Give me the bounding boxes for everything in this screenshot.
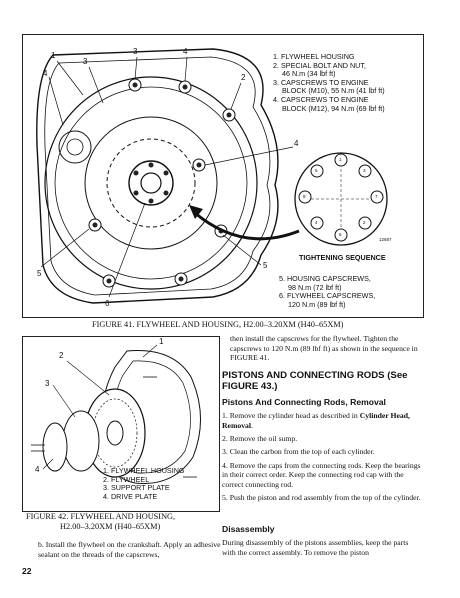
seq-6: 6 (339, 232, 342, 237)
figure-41-caption: FIGURE 41. FLYWHEEL AND HOUSING, H2.00–3… (92, 320, 344, 329)
seq-4: 4 (315, 220, 318, 225)
step-1-text: 1. Remove the cylinder head as described… (222, 411, 360, 420)
step-1: 1. Remove the cylinder head as described… (222, 411, 422, 430)
legend-item: 6. FLYWHEEL CAPSCREWS, (279, 291, 376, 301)
legend-item: 4. CAPSCREWS TO ENGINE (273, 94, 369, 104)
seq-5: 5 (315, 168, 318, 173)
tighten-text: then install the capscrews for the flywh… (230, 334, 418, 363)
legend-item: BLOCK (M10), 55 N.m (41 lbf ft) (282, 86, 385, 96)
legend-item: 4. DRIVE PLATE (103, 491, 158, 501)
figure-42-caption-1: FIGURE 42. FLYWHEEL AND HOUSING, (26, 512, 176, 521)
legend-item: 2. SPECIAL BOLT AND NUT, (273, 60, 366, 70)
page-number: 22 (22, 566, 32, 576)
legend-item: 120 N.m (89 lbf ft) (288, 299, 346, 309)
disassembly-heading: Disassembly (222, 524, 275, 534)
legend-item: 98 N.m (72 lbf ft) (288, 282, 342, 292)
step-4: 4. Remove the caps from the connecting r… (222, 460, 421, 489)
callout-4-left: 4 (43, 69, 48, 78)
callout-3: 3 (45, 379, 50, 388)
step-2: 2. Remove the oil sump. (222, 434, 298, 443)
figure-42-caption-2: H2.00–3.20XM (H40–65XM) (60, 522, 161, 531)
callout-6: 6 (105, 299, 110, 308)
step-5: 5. Push the piston and rod assembly from… (222, 493, 421, 503)
callout-4-top: 4 (183, 47, 188, 56)
seq-1: 1 (339, 157, 342, 162)
callout-2: 2 (59, 351, 64, 360)
callout-1: 1 (51, 51, 56, 60)
removal-steps: 1. Remove the cylinder head as described… (222, 411, 422, 507)
seq-7: 7 (375, 194, 378, 199)
callout-4: 4 (35, 465, 40, 474)
callout-4-right: 4 (294, 139, 299, 148)
step-3: 3. Clean the carbon from the top of each… (222, 447, 375, 457)
callout-3: 3 (83, 57, 88, 66)
legend-item: 2. FLYWHEEL (103, 474, 150, 484)
legend-item: 1. FLYWHEEL HOUSING (103, 466, 185, 475)
figure-41-legend: 1. FLYWHEEL HOUSING 2. SPECIAL BOLT AND … (273, 52, 385, 113)
step-1-link: Cylinder Head, Removal (222, 411, 410, 430)
install-flywheel-text: b. Install the flywheel on the crankshaf… (38, 540, 221, 559)
figure-code: 12687 (379, 237, 392, 242)
seq-3: 3 (363, 168, 366, 173)
figure-42: 2 3 1 4 1. FLYWHEEL HOUSING 2. FLYWHEEL … (22, 336, 220, 512)
left-paragraph: b. Install the flywheel on the crankshaf… (38, 540, 222, 563)
step-1-end: . (251, 420, 253, 430)
callout-3-top: 3 (133, 47, 138, 56)
callout-1: 1 (159, 337, 164, 346)
legend-item: 46 N.m (34 lbf ft) (282, 69, 336, 79)
disassembly-paragraph: During disassembly of the pistons assemb… (222, 538, 422, 561)
subsection-heading: Pistons And Connecting Rods, Removal (222, 397, 386, 407)
tightening-sequence-label: TIGHTENING SEQUENCE (299, 253, 386, 262)
legend-item: BLOCK (M12), 94 N.m (69 lbf ft) (282, 103, 385, 113)
legend-item: 3. CAPSCREWS TO ENGINE (273, 77, 369, 87)
section-heading: PISTONS AND CONNECTING RODS (See FIGURE … (222, 370, 408, 393)
figure-42-legend: 1. FLYWHEEL HOUSING 2. FLYWHEEL 3. SUPPO… (103, 466, 185, 501)
callout-5-right: 5 (263, 261, 268, 270)
seq-8: 8 (303, 194, 306, 199)
callout-2: 2 (241, 73, 246, 82)
legend-item: 1. FLYWHEEL HOUSING (273, 52, 355, 61)
figure-41: 1 3 4 3 4 2 4 5 5 6 1 5 3 8 7 4 2 6 1268… (22, 34, 424, 318)
flywheel-exploded-drawing (31, 344, 201, 484)
legend-item: 5. HOUSING CAPSCREWS, (279, 274, 371, 283)
legend-item: 3. SUPPORT PLATE (103, 483, 170, 493)
figure-41-legend-bottom: 5. HOUSING CAPSCREWS, 98 N.m (72 lbf ft)… (279, 274, 376, 309)
seq-2: 2 (363, 220, 366, 225)
intro-paragraph: then install the capscrews for the flywh… (230, 334, 420, 367)
disassembly-text: During disassembly of the pistons assemb… (222, 538, 409, 557)
callout-5-left: 5 (37, 269, 42, 278)
flywheel-housing-drawing (36, 48, 388, 304)
